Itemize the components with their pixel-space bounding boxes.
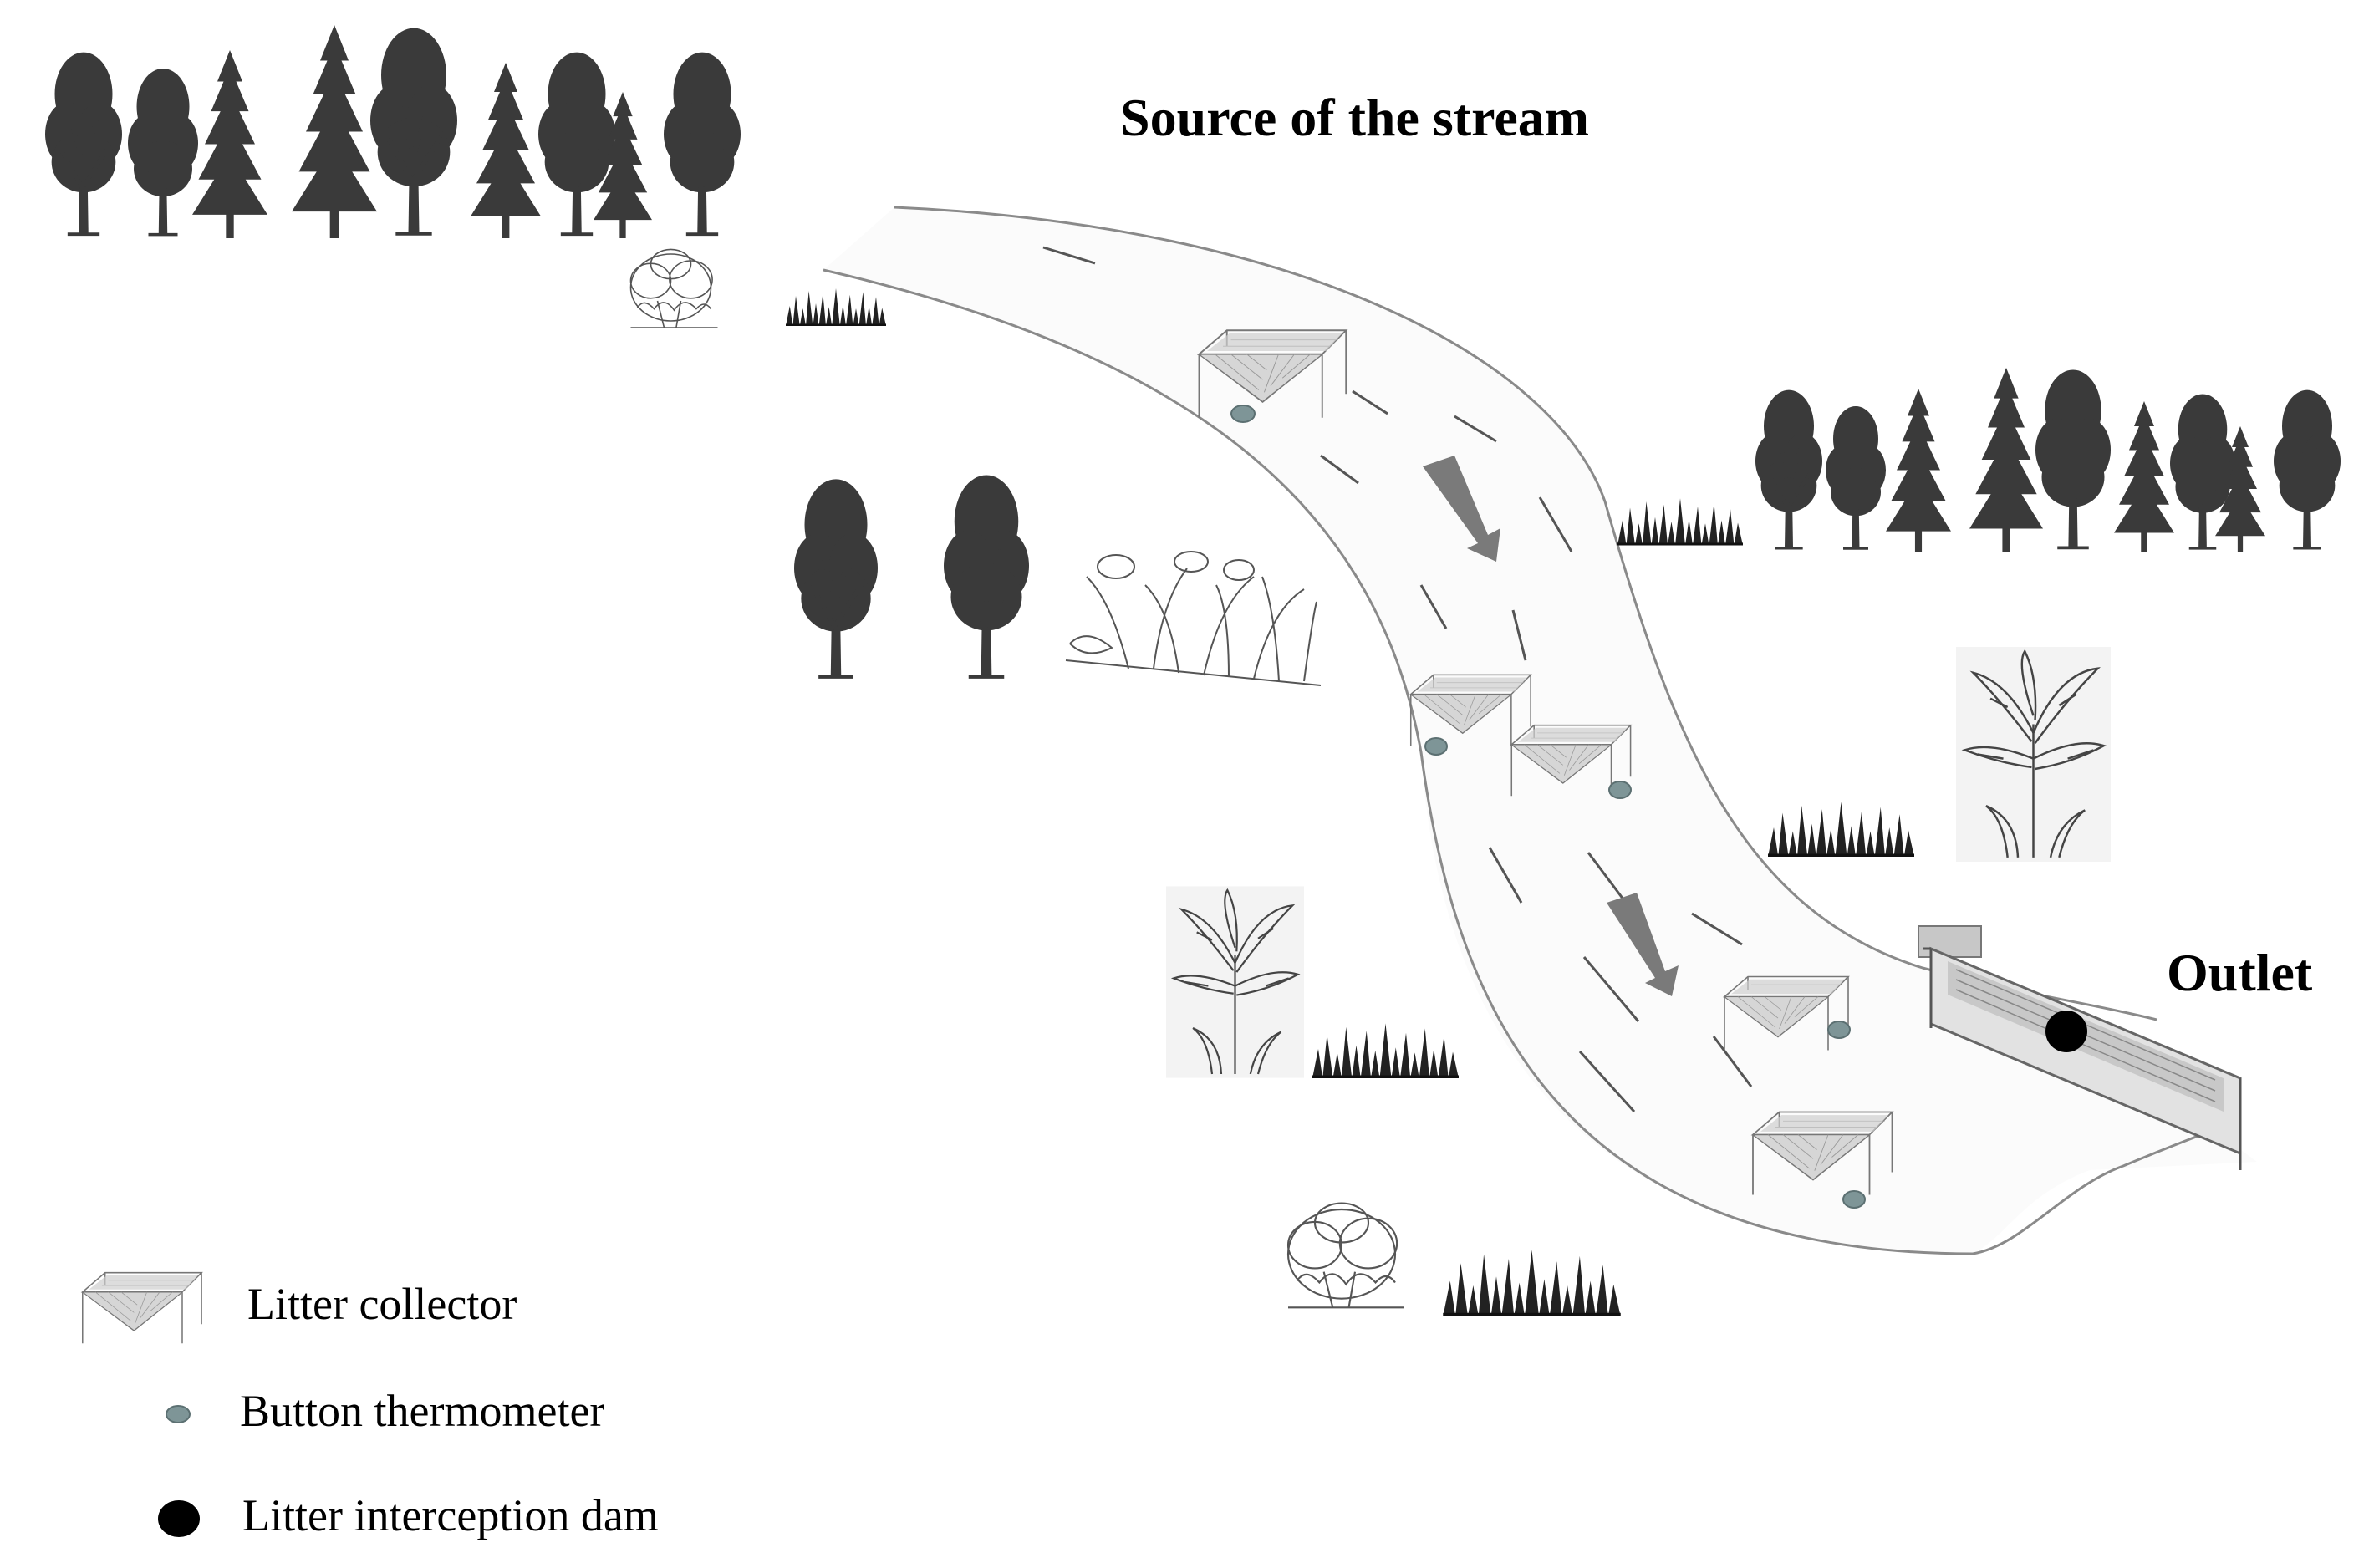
stream-dashes <box>1042 246 1753 1113</box>
outlet-label: Outlet <box>2167 943 2313 1002</box>
flow-arrows <box>1423 456 1679 996</box>
vegetation-middle-left <box>794 476 1322 686</box>
flow-arrow-1 <box>1423 456 1500 562</box>
legend: Litter collector Button thermometer Litt… <box>81 1271 659 1540</box>
button-thermometer-2 <box>1424 737 1448 756</box>
flow-arrow-2 <box>1607 893 1679 996</box>
stream-left-bank <box>823 268 2241 1255</box>
litter-interception-dam-marker <box>2045 1011 2087 1052</box>
legend-button-thermometer-label: Button thermometer <box>240 1386 604 1436</box>
button-thermometer-1 <box>1230 405 1256 423</box>
legend-litter-interception-dam-icon <box>158 1500 200 1537</box>
reed-clump <box>1065 551 1322 686</box>
button-thermometer-3 <box>1608 781 1632 799</box>
vegetation-right-banana <box>1768 645 2111 863</box>
source-label: Source of the stream <box>1120 88 1589 147</box>
vegetation-bottom <box>1286 1202 1621 1316</box>
button-thermometer-4 <box>1827 1021 1851 1039</box>
legend-button-thermometer-icon <box>166 1405 191 1423</box>
sampling-sites <box>1198 329 1893 1209</box>
forest-top-left <box>45 25 741 238</box>
vegetation-lower-left <box>1166 885 1459 1079</box>
button-thermometer-5 <box>1842 1190 1866 1209</box>
legend-litter-collector-icon <box>81 1271 202 1345</box>
legend-litter-collector-label: Litter collector <box>247 1279 517 1329</box>
legend-litter-interception-dam-label: Litter interception dam <box>242 1490 659 1540</box>
forest-right <box>1617 368 2341 552</box>
litter-interception-dam-structure <box>1918 925 2242 1170</box>
